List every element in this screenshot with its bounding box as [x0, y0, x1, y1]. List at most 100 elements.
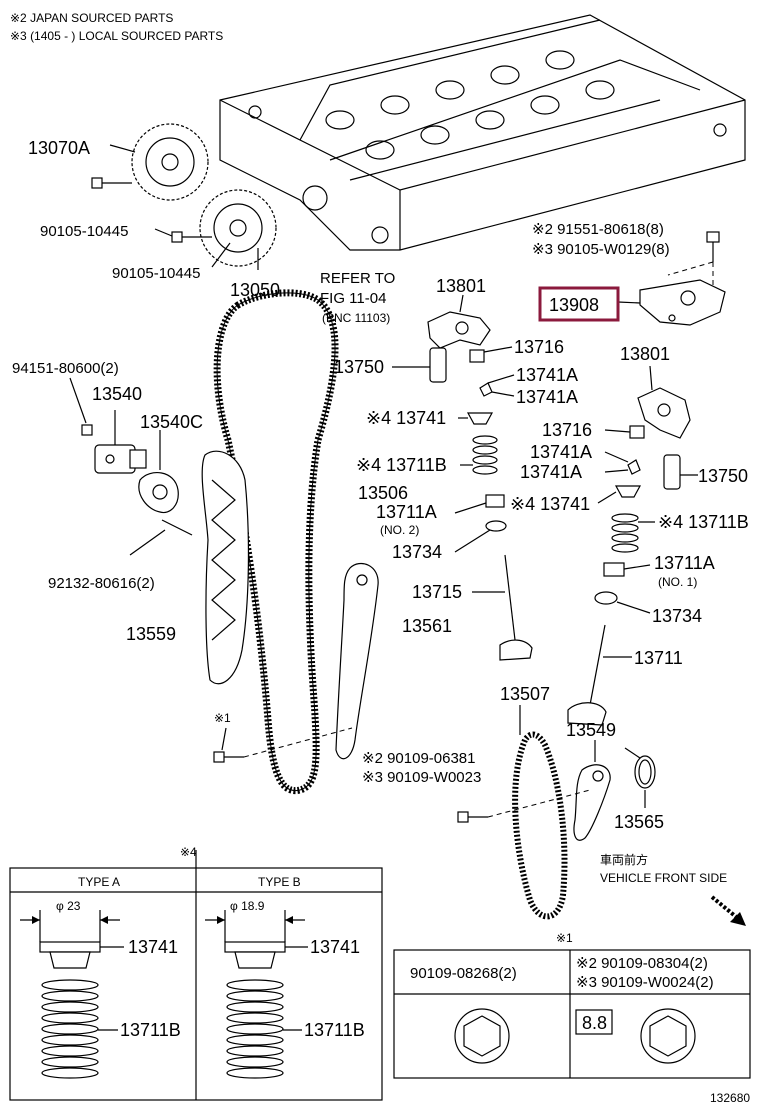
type-b-diameter: φ 18.9	[230, 899, 265, 913]
label-13540: 13540	[92, 384, 142, 404]
label-13908[interactable]: 13908	[549, 295, 599, 315]
label-13715: 13715	[412, 582, 462, 602]
label-13801-top: 13801	[436, 276, 486, 296]
note-local-sourced: ※3 (1405 - ) LOCAL SOURCED PARTS	[10, 29, 223, 43]
front-label-en: VEHICLE FRONT SIDE	[600, 871, 727, 885]
label-no1: (NO. 1)	[658, 575, 697, 589]
label-13741-left: ※4 13741	[366, 408, 446, 428]
hex-bolt-head-icon	[454, 1008, 510, 1064]
type-b-drawing	[205, 910, 308, 1079]
note-japan-sourced: ※2 JAPAN SOURCED PARTS	[10, 11, 173, 25]
type-a-drawing	[20, 910, 124, 1079]
hex-bolt-head-graded-icon	[575, 1008, 696, 1064]
bolt-icon	[706, 231, 720, 262]
bolt-icon	[213, 751, 244, 763]
bolt-grade: 8.8	[582, 1013, 607, 1033]
valve-cap-13716-right	[629, 425, 645, 439]
valve-keeper-icon	[479, 382, 493, 397]
label-13050: 13050	[230, 280, 280, 300]
label-13734-right: 13734	[652, 606, 702, 626]
bracket-13908	[639, 279, 726, 326]
label-13711b-right: ※4 13711B	[658, 512, 749, 532]
front-label-jp: 車両前方	[600, 852, 648, 867]
label-90105-w0129: ※3 90105-W0129(8)	[532, 241, 670, 258]
type-a-13741: 13741	[128, 937, 178, 957]
valve-keeper-icon	[627, 459, 641, 475]
label-13741a-4: 13741A	[520, 462, 582, 482]
lash-adjuster-13750-right	[663, 454, 681, 490]
spring-retainer-13741	[466, 412, 494, 425]
label-90105-a: 90105-10445	[40, 223, 128, 240]
stem-seal-13734-right	[594, 591, 618, 605]
label-13565: 13565	[614, 812, 664, 832]
refer-line-3: (PNC 11103)	[322, 311, 390, 325]
label-13711a-left: 13711A	[376, 502, 437, 522]
intake-valve-13715	[499, 554, 533, 661]
vehicle-front-arrow-icon	[710, 895, 746, 926]
label-90105-b: 90105-10445	[112, 265, 200, 282]
stud-bolt-icon	[161, 519, 193, 536]
tensioner-slipper-13561	[335, 563, 379, 760]
label-13549: 13549	[566, 720, 616, 740]
valve-spring-13711b-right	[611, 513, 639, 553]
type-a-13711b: 13711B	[120, 1020, 181, 1040]
refer-line-1: REFER TO	[320, 270, 395, 287]
label-94151: 94151-80600(2)	[12, 360, 119, 377]
cam-sprocket-13050	[199, 189, 277, 267]
bolt-icon	[457, 811, 488, 823]
tensioner-arm-13549	[573, 764, 611, 841]
label-13711b-left: ※4 13711B	[356, 455, 447, 475]
label-13507: 13507	[500, 684, 550, 704]
gasket-13540c	[138, 472, 179, 514]
bolt-table	[393, 949, 751, 1079]
label-star1-a: ※1	[214, 711, 231, 725]
reference-id: 132680	[710, 1091, 750, 1105]
type-a-header: TYPE A	[78, 875, 120, 889]
refer-line-2: FIG 11-04	[320, 290, 386, 307]
label-13750-right: 13750	[698, 466, 748, 486]
label-13506: 13506	[358, 483, 408, 503]
type-table	[9, 850, 383, 1101]
bolt-right-header-1: ※2 90109-08304(2)	[576, 955, 708, 972]
stem-seal-13734	[485, 520, 507, 532]
tensioner-13540	[94, 444, 147, 474]
label-13741a-3: 13741A	[530, 442, 592, 462]
valve-spring-13711b	[472, 435, 498, 475]
spring-seat-13711a-right	[603, 562, 625, 577]
bolt-left-header: 90109-08268(2)	[410, 965, 517, 982]
label-13711: 13711	[634, 648, 683, 668]
label-13734-left: 13734	[392, 542, 442, 562]
rocker-arm-13801	[427, 311, 491, 349]
highlight-box-13908	[538, 286, 620, 322]
label-92132: 92132-80616(2)	[48, 575, 155, 592]
type-b-header: TYPE B	[258, 875, 301, 889]
label-91551: ※2 91551-80618(8)	[532, 221, 664, 238]
chain-guide-13559	[201, 450, 250, 685]
label-13741a-1: 13741A	[516, 365, 578, 385]
label-90109-06381: ※2 90109-06381	[362, 750, 476, 767]
label-13716-right: 13716	[542, 420, 592, 440]
label-13070a: 13070A	[28, 138, 90, 158]
label-star1-b: ※1	[556, 931, 573, 945]
label-13559: 13559	[126, 624, 176, 644]
label-13540c: 13540C	[140, 412, 203, 432]
label-13716-top: 13716	[514, 337, 564, 357]
label-no2: (NO. 2)	[380, 523, 419, 537]
cam-sprocket-13070a	[131, 123, 209, 201]
timing-chain-13507	[512, 731, 568, 920]
cylinder-head-drawing	[219, 14, 746, 251]
exhaust-valve-13711	[567, 624, 607, 726]
label-13741a-2: 13741A	[516, 387, 578, 407]
torsion-spring-13565	[624, 747, 656, 789]
bolt-icon	[81, 424, 93, 436]
spring-retainer-13741-right	[614, 485, 642, 498]
type-a-diameter: φ 23	[56, 899, 81, 913]
bolt-icon	[91, 177, 132, 189]
type-b-13741: 13741	[310, 937, 360, 957]
rocker-arm-13801-right	[637, 387, 691, 439]
type-b-13711b: 13711B	[304, 1020, 365, 1040]
bolt-right-header-2: ※3 90109-W0024(2)	[576, 974, 714, 991]
label-13711a-right: 13711A	[654, 553, 715, 573]
label-13750-left: 13750	[334, 357, 384, 377]
